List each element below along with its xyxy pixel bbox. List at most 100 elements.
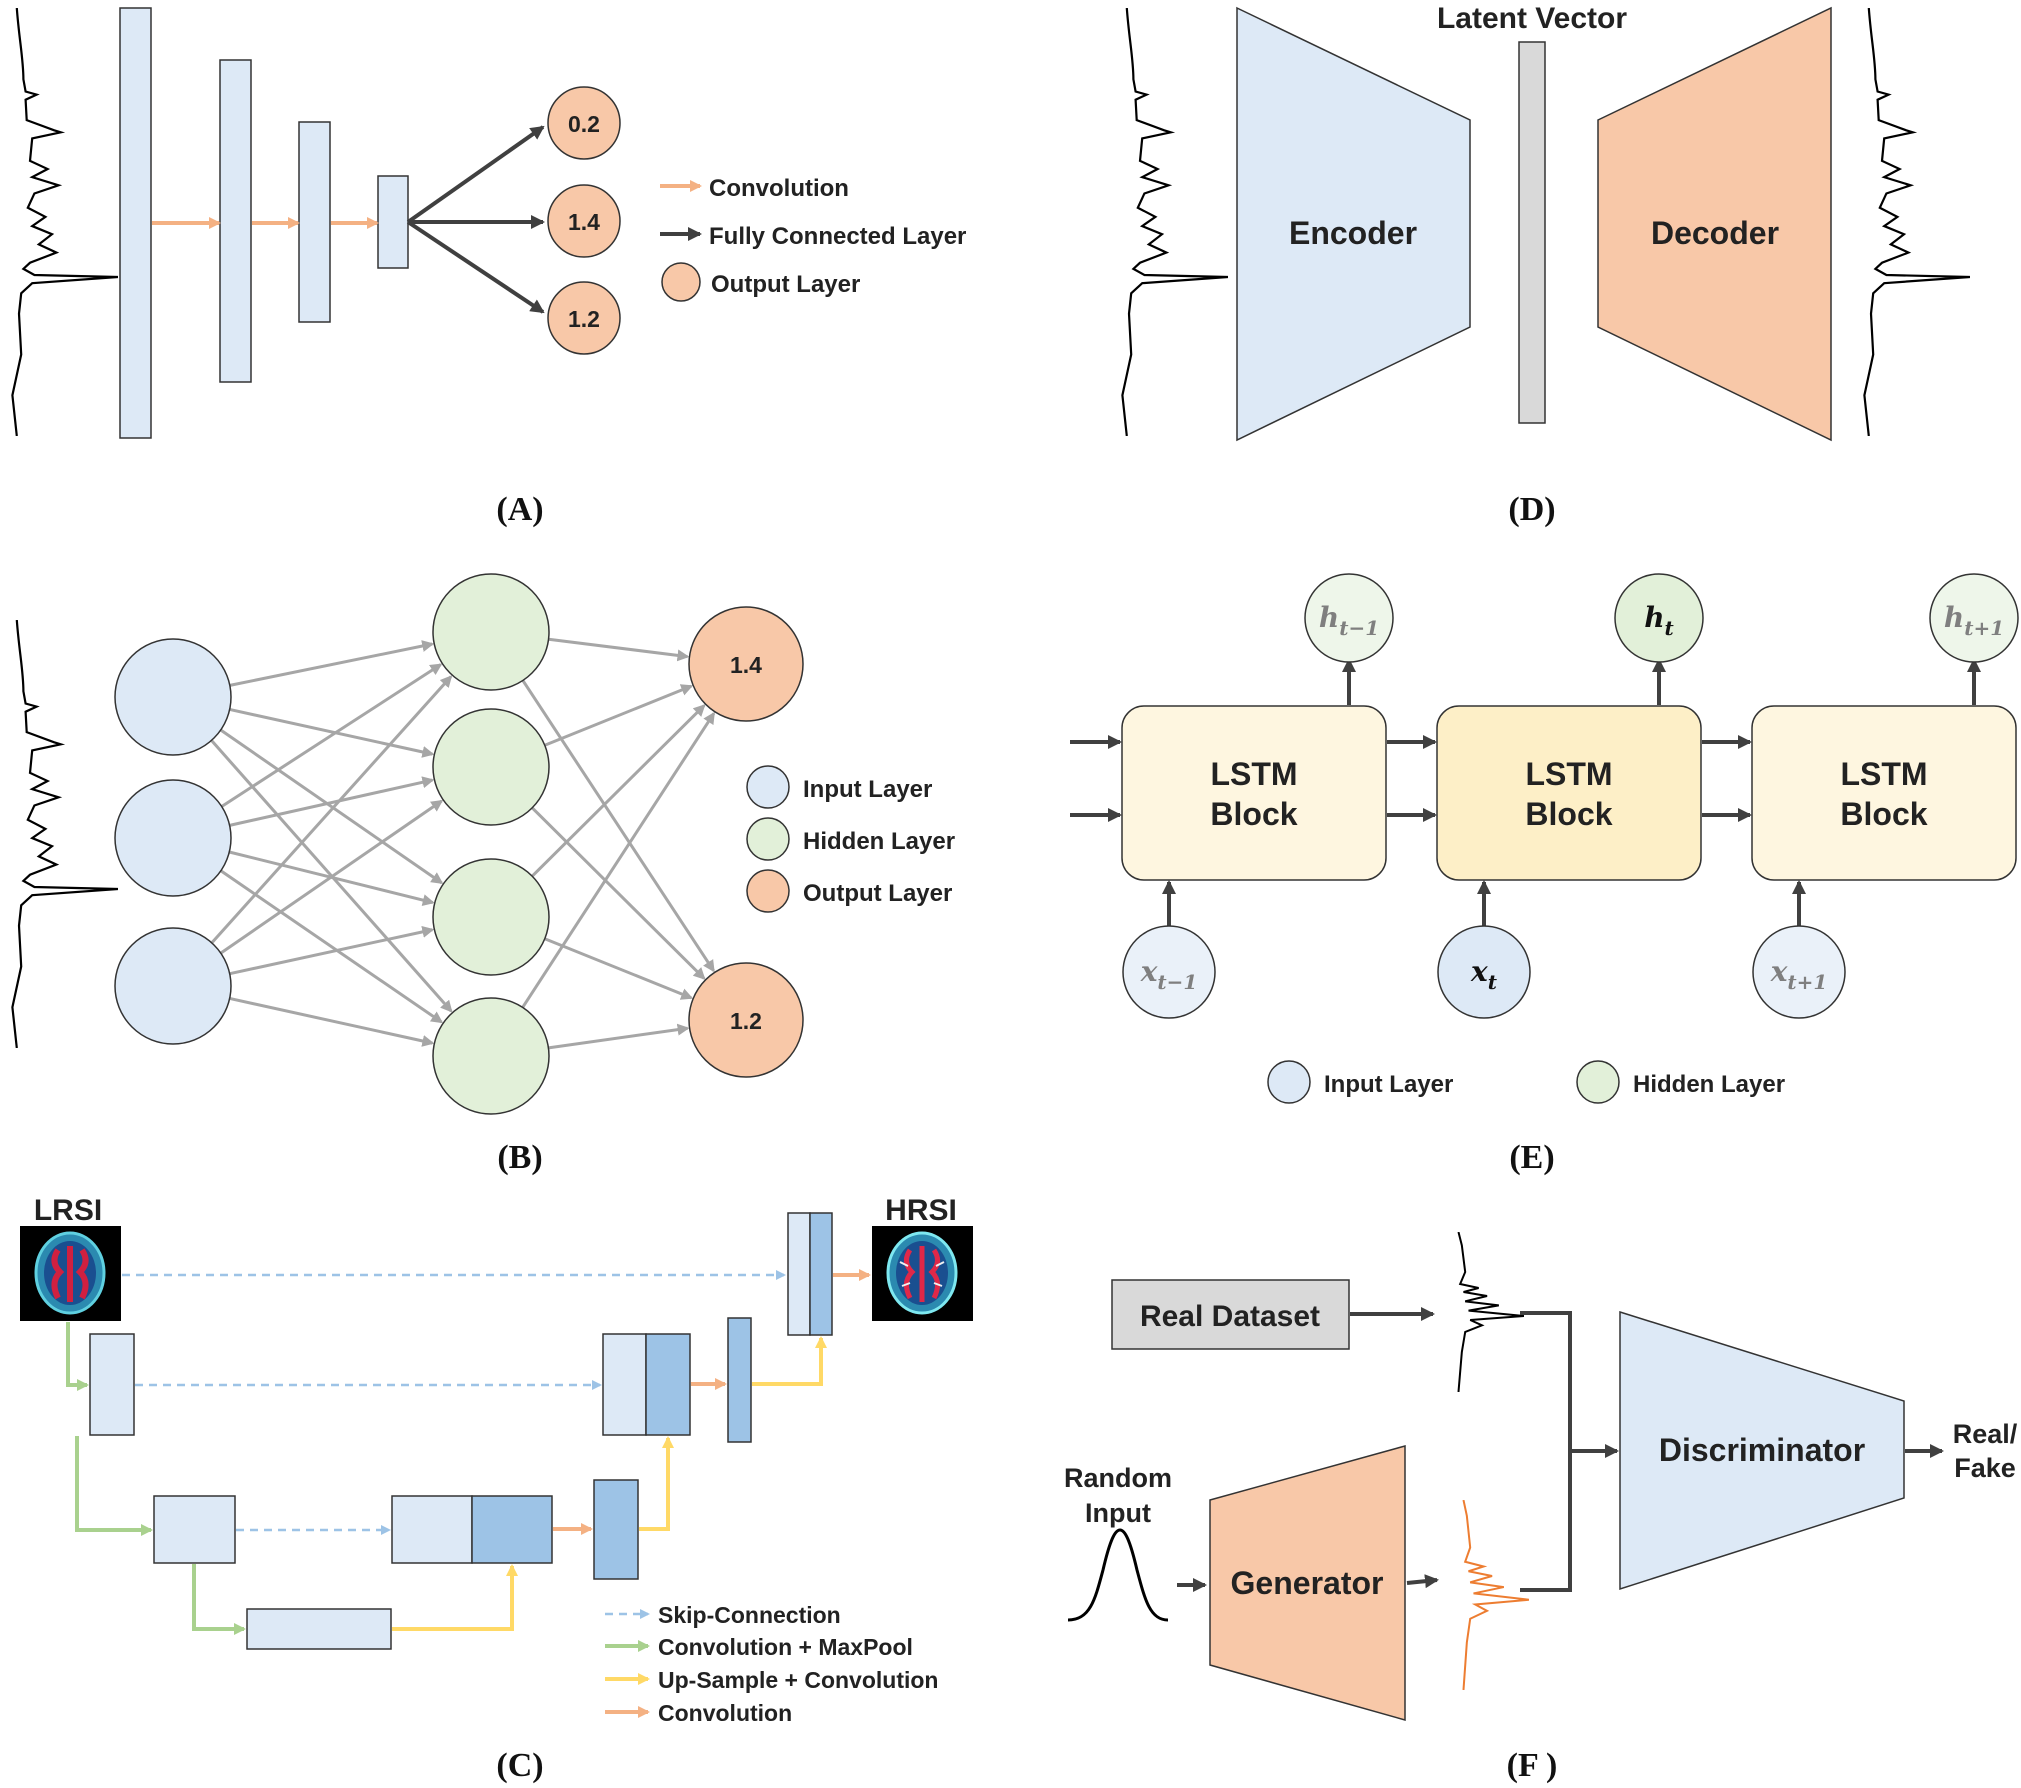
- legend-hidden-swatch: [746, 817, 790, 861]
- input-image-label: LRSI: [34, 1194, 102, 1227]
- real-dataset-box: [1111, 1279, 1350, 1350]
- encoder-label: Encoder: [1289, 215, 1417, 251]
- output-spectrum: [1863, 8, 1970, 436]
- panel-e: LSTM Block LSTM Block LSTM Block ht−1 ht…: [1070, 573, 2019, 1176]
- encoder-shape: [1236, 6, 1471, 442]
- concat-block-skip: [602, 1333, 647, 1436]
- fc-arrow: [406, 125, 545, 224]
- hrsi-brain-image: [872, 1226, 973, 1321]
- conv-layer-2: [219, 59, 252, 383]
- connection-edge: [531, 806, 706, 980]
- concat-block-up: [471, 1495, 553, 1564]
- gaussian-noise-icon: [1067, 1528, 1169, 1622]
- output-node: [547, 184, 621, 258]
- input-node: [1122, 925, 1216, 1019]
- panel-d: Latent Vector Encoder Decoder (D): [1121, 2, 1970, 528]
- panel-caption: (C): [496, 1747, 543, 1784]
- upsample-conv-arrow: [752, 1336, 827, 1386]
- connection-edge: [548, 637, 690, 662]
- input-spectrum: [11, 620, 118, 1048]
- panel-b: 1.4 1.2 Input Layer Hidden Layer Output …: [11, 573, 955, 1176]
- input-spectrum: [11, 8, 118, 436]
- conv-layer-4: [377, 175, 409, 269]
- connection-edge: [229, 708, 435, 758]
- generator-shape: [1209, 1445, 1406, 1721]
- hidden-node: [432, 858, 550, 976]
- hidden-node: [432, 708, 550, 826]
- output-value: 1.4: [568, 209, 600, 235]
- input-node: [114, 638, 232, 756]
- legend-input-swatch: [1267, 1060, 1311, 1104]
- conv-maxpool-arrow: [75, 1436, 153, 1536]
- symbol-base: h: [1319, 601, 1339, 634]
- symbol-subscript: t−1: [1339, 616, 1379, 640]
- connection-edge: [219, 799, 444, 955]
- conv-layer-3: [298, 121, 331, 323]
- output-node: [688, 962, 804, 1078]
- encoder-block: [153, 1495, 236, 1564]
- conv-maxpool-arrow: [192, 1564, 246, 1635]
- lstm-block: [1751, 705, 2017, 881]
- concat-block-skip: [391, 1495, 473, 1564]
- legend-label: Up-Sample + Convolution: [658, 1667, 938, 1693]
- lstm-block-label: Block: [1210, 796, 1297, 832]
- input-label: xt: [1470, 955, 1498, 994]
- conv-layer-1: [119, 7, 152, 439]
- symbol-subscript: t+1: [1964, 616, 2004, 640]
- hidden-state-label: ht−1: [1319, 601, 1379, 640]
- legend-label: Hidden Layer: [1633, 1071, 1785, 1098]
- conv-maxpool-arrow: [66, 1322, 89, 1391]
- input-spectrum: [1121, 8, 1228, 436]
- panel-caption: (F ): [1507, 1747, 1558, 1784]
- concat-block-up: [809, 1212, 833, 1336]
- input-label: xt−1: [1140, 955, 1198, 994]
- panel-caption: (D): [1508, 491, 1555, 528]
- legend-label: Fully Connected Layer: [709, 223, 966, 250]
- symbol-subscript: t+1: [1787, 970, 1827, 994]
- connection-edge: [210, 675, 453, 944]
- output-node: [688, 606, 804, 722]
- upsample-conv-arrow: [639, 1436, 674, 1531]
- connection-edge: [521, 679, 715, 973]
- real-spectrum: [1457, 1232, 1524, 1392]
- input-node: [1437, 925, 1531, 1019]
- legend-input-swatch: [746, 765, 790, 809]
- legend-label: Output Layer: [711, 271, 860, 298]
- concat-block-up: [645, 1333, 691, 1436]
- input-node: [1752, 925, 1846, 1019]
- connection-edge: [219, 728, 444, 885]
- discriminator-shape: [1619, 1310, 1905, 1591]
- symbol-base: x: [1770, 955, 1788, 988]
- panel-caption: (E): [1509, 1139, 1554, 1176]
- decoder-block: [727, 1317, 752, 1443]
- connection-edge: [229, 776, 435, 827]
- encoder-block: [89, 1333, 135, 1436]
- latent-vector-label: Latent Vector: [1437, 2, 1627, 35]
- input-label: xt+1: [1770, 955, 1828, 994]
- upsample-conv-arrow: [392, 1564, 518, 1631]
- lstm-block-label: Block: [1840, 796, 1927, 832]
- connection-edge: [521, 711, 716, 1009]
- hidden-state-label: ht: [1644, 601, 1674, 640]
- legend-label: Convolution + MaxPool: [658, 1634, 913, 1660]
- legend-label: Convolution: [658, 1700, 792, 1726]
- connection-edge: [531, 704, 706, 878]
- lstm-block-label: LSTM: [1210, 756, 1297, 792]
- flow-arrow: [1406, 1574, 1439, 1589]
- legend-label: Hidden Layer: [803, 828, 955, 855]
- hidden-state-node: [1929, 573, 2019, 663]
- decoder-shape: [1597, 6, 1832, 442]
- output-value: 1.4: [730, 652, 762, 678]
- connection-edge: [229, 997, 435, 1047]
- panel-a: 0.2 1.4 1.2 Convolution Fully Connected …: [11, 7, 966, 528]
- connection-edge: [219, 869, 444, 1024]
- output-value: 1.2: [730, 1008, 762, 1034]
- lstm-block: [1436, 705, 1702, 881]
- legend-label: Output Layer: [803, 880, 952, 907]
- latent-vector: [1518, 41, 1546, 424]
- hidden-node: [432, 997, 550, 1115]
- decoder-block: [593, 1479, 639, 1580]
- output-node: [547, 86, 621, 160]
- lstm-block-label: Block: [1525, 796, 1612, 832]
